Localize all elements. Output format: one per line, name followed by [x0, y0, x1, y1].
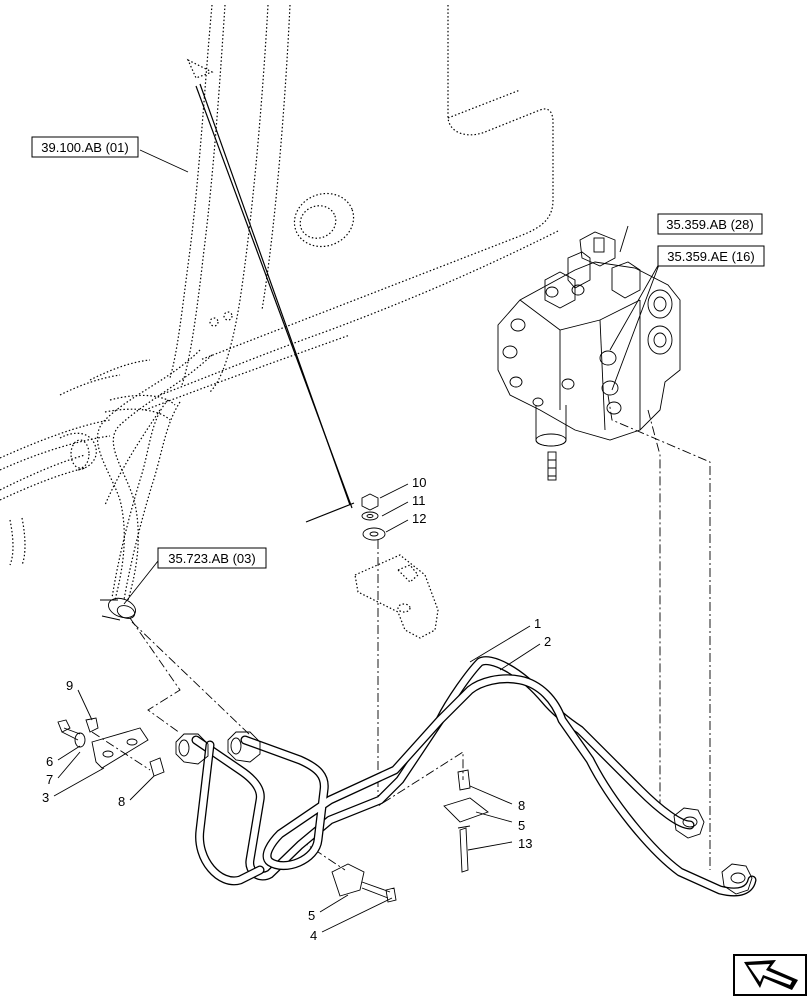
- boom-frame-outline: [0, 4, 561, 566]
- callout-1: 1: [534, 616, 541, 631]
- next-page-arrow-icon[interactable]: [733, 954, 807, 996]
- hose-end-fitting: [100, 597, 136, 621]
- hydraulic-pipes: [191, 656, 757, 897]
- control-valve-assembly: [497, 231, 681, 481]
- alignment-lines: [195, 83, 355, 523]
- reference-39-100[interactable]: 39.100.AB (01): [31, 136, 139, 158]
- callout-12: 12: [412, 511, 426, 526]
- callout-10: 10: [412, 475, 426, 490]
- reference-35-359-ab[interactable]: 35.359.AB (28): [657, 213, 763, 235]
- callout-5-right: 5: [518, 818, 525, 833]
- callout-2: 2: [544, 634, 551, 649]
- clamp-hardware-bottom: [331, 863, 397, 903]
- callout-3: 3: [42, 790, 49, 805]
- callout-6: 6: [46, 754, 53, 769]
- callout-4: 4: [310, 928, 317, 943]
- clamp-hardware-right: [443, 769, 489, 873]
- reference-35-359-ae-label: 35.359.AE (16): [667, 249, 754, 264]
- reference-35-723[interactable]: 35.723.AB (03): [157, 547, 267, 569]
- callout-5-bottom: 5: [308, 908, 315, 923]
- callout-leaders: [53, 149, 661, 933]
- callout-8-right: 8: [518, 798, 525, 813]
- hydraulic-hoses: [59, 349, 213, 601]
- clamp-hardware-left: [57, 717, 165, 777]
- nut-washer-stack: [361, 493, 386, 541]
- valve-alignment-lines: [91, 394, 711, 871]
- callout-11: 11: [412, 493, 426, 508]
- reference-35-723-label: 35.723.AB (03): [168, 551, 255, 566]
- reference-35-359-ae[interactable]: 35.359.AE (16): [657, 245, 765, 267]
- pipe-fittings: [175, 731, 753, 895]
- callout-7: 7: [46, 772, 53, 787]
- mounting-bracket: [354, 554, 439, 639]
- reference-39-100-label: 39.100.AB (01): [41, 140, 128, 155]
- reference-35-359-ab-label: 35.359.AB (28): [666, 217, 753, 232]
- callout-8-left: 8: [118, 794, 125, 809]
- callout-13: 13: [518, 836, 532, 851]
- callout-9: 9: [66, 678, 73, 693]
- callout-numbers: 1 2 10 11 12 9 6 7 3 8 8 5 13 5 4: [42, 475, 551, 943]
